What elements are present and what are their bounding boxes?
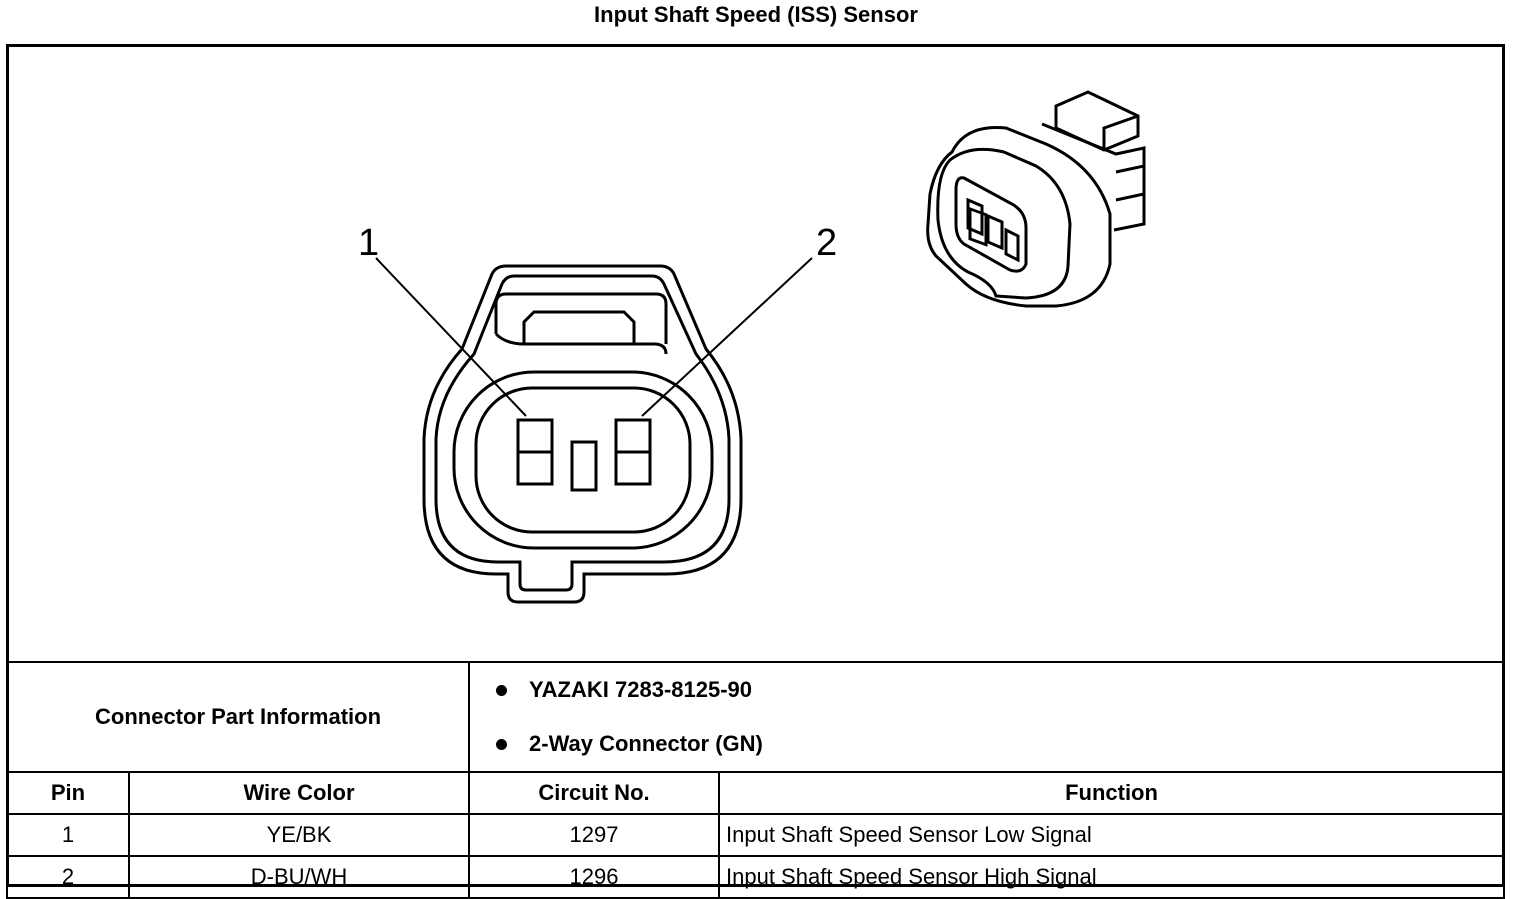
part-info-item: YAZAKI 7283-8125-90: [492, 663, 1503, 717]
header-wire-color: Wire Color: [127, 771, 471, 815]
connector-part-info-list: YAZAKI 7283-8125-90 2-Way Connector (GN): [468, 661, 1505, 773]
header-function: Function: [718, 771, 1505, 815]
table-row: 2 D-BU/WH 1296 Input Shaft Speed Sensor …: [6, 855, 1505, 899]
pin-1-callout: 1: [358, 222, 380, 264]
cell-wire-color: D-BU/WH: [127, 855, 471, 899]
cell-pin: 2: [6, 855, 130, 899]
connector-part-info-label: Connector Part Information: [5, 661, 471, 773]
cell-wire-color: YE/BK: [127, 813, 471, 857]
leader-line-2: [641, 257, 813, 417]
cell-circuit-no: 1297: [468, 813, 721, 857]
header-circuit-no: Circuit No.: [468, 771, 721, 815]
connector-housing-outer: [422, 264, 743, 604]
connector-housing-inner: [452, 370, 714, 550]
part-info-item: 2-Way Connector (GN): [492, 717, 1503, 771]
cell-function: Input Shaft Speed Sensor High Signal: [718, 855, 1505, 899]
cell-pin: 1: [6, 813, 130, 857]
connector-diagram: 1 2: [6, 44, 1505, 662]
bullet-icon: [496, 684, 508, 696]
table-header-row: Pin Wire Color Circuit No. Function: [6, 771, 1505, 815]
cell-function: Input Shaft Speed Sensor Low Signal: [718, 813, 1505, 857]
connector-latch: [494, 292, 668, 355]
pin-2-callout: 2: [816, 222, 838, 264]
part-info-row: Connector Part Information YAZAKI 7283-8…: [5, 661, 1505, 773]
pin-cavity-center: [570, 440, 598, 492]
connector-isometric-view: [926, 90, 1146, 308]
table-row: 1 YE/BK 1297 Input Shaft Speed Sensor Lo…: [6, 813, 1505, 857]
header-pin: Pin: [6, 771, 130, 815]
page-title: Input Shaft Speed (ISS) Sensor: [594, 2, 918, 27]
connector-info-table: Connector Part Information YAZAKI 7283-8…: [5, 661, 1505, 899]
cell-circuit-no: 1296: [468, 855, 721, 899]
bullet-icon: [496, 738, 508, 750]
connector-face-view: [375, 90, 1146, 604]
leader-line-1: [375, 257, 527, 417]
